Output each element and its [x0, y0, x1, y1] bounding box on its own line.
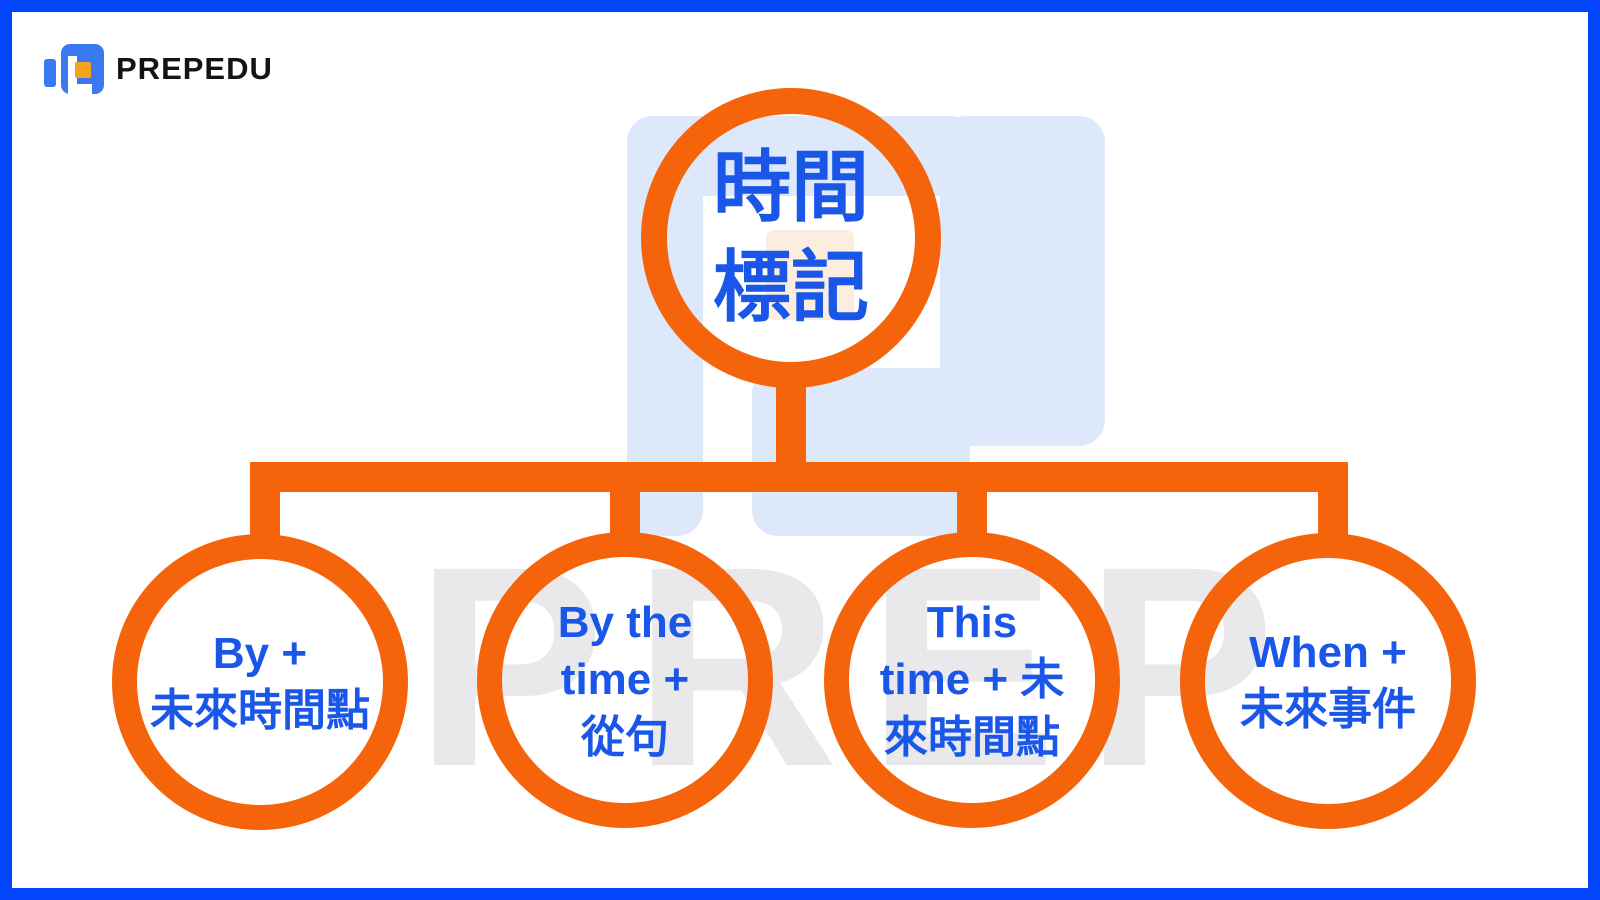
child-node-label-3: This time + 未 來時間點: [879, 598, 1065, 762]
prepedu-logo-icon: [44, 42, 104, 96]
connector-stem-1: [250, 462, 280, 546]
connector-branch-bar: [250, 462, 1348, 492]
root-node-label: 時間 標記: [712, 143, 869, 331]
child-node-circle-4: When + 未來事件: [1180, 533, 1476, 829]
child-node-label-4: When + 未來事件: [1240, 627, 1416, 734]
connector-stem-4: [1318, 462, 1348, 546]
connector-trunk-stem: [776, 378, 806, 470]
child-node-circle-2: By the time + 從句: [477, 532, 773, 828]
brand-logo-text: PREPEDU: [116, 51, 273, 86]
child-node-circle-3: This time + 未 來時間點: [824, 532, 1120, 828]
child-node-label-1: By + 未來時間點: [150, 628, 370, 735]
child-node-circle-1: By + 未來時間點: [112, 534, 408, 830]
brand-logo: PREPEDU: [44, 42, 273, 96]
child-node-label-2: By the time + 從句: [557, 598, 693, 762]
root-node-circle: 時間 標記: [641, 88, 941, 388]
